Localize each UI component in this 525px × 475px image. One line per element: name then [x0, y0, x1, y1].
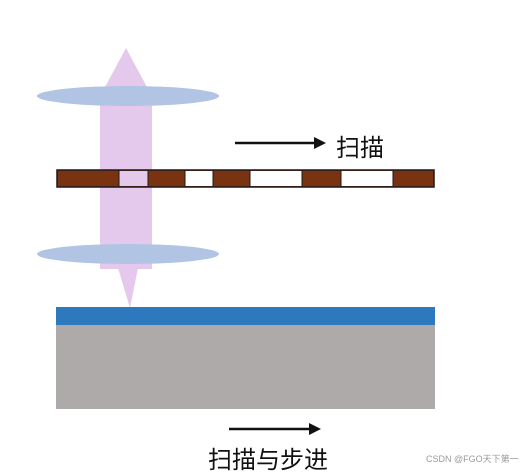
reticle-clear-window-3: [341, 171, 393, 186]
lower-lens: [37, 244, 219, 264]
wafer-substrate: [56, 325, 435, 409]
resist-layer: [56, 307, 435, 325]
scan-arrow-head: [314, 137, 326, 149]
watermark: CSDN @FGO天下第一: [426, 454, 519, 464]
scan-step-arrow: [229, 423, 321, 435]
reticle-mask: [56, 169, 435, 188]
upper-lens: [37, 86, 219, 106]
reticle-body: [56, 169, 435, 188]
scan-step-arrow-head: [309, 423, 321, 435]
light-beam-tip: [118, 268, 138, 308]
scan-and-step-label: 扫描与步进: [208, 446, 328, 474]
reticle-beam-pass: [119, 171, 148, 186]
scan-label: 扫描: [336, 134, 384, 162]
reticle-clear-window-2: [250, 171, 302, 186]
scan-arrow: [235, 137, 326, 149]
reticle-clear-window-1: [185, 171, 213, 186]
